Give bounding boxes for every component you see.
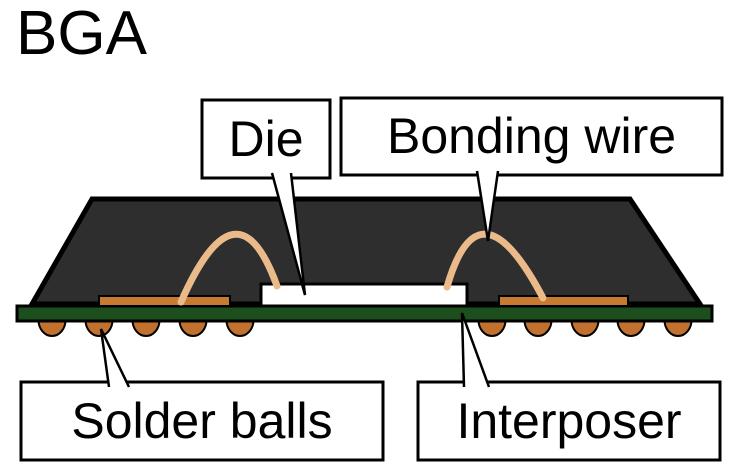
die-label: Die: [228, 111, 304, 167]
solder-ball: [131, 319, 161, 337]
interposer-label: Interposer: [456, 393, 682, 449]
solder-ball: [570, 319, 600, 337]
copper-pads-group: [98, 295, 629, 307]
solder-balls-callout-box: [19, 380, 385, 462]
bonding-wire-left: [177, 230, 281, 306]
solder-ball: [178, 319, 208, 337]
callout-pointers: [99, 170, 500, 388]
die: [259, 282, 469, 308]
bonding-wire-label: Bonding wire: [386, 108, 677, 164]
solder-ball: [225, 319, 255, 337]
solder-balls-label: Solder balls: [71, 393, 333, 449]
solder-ball: [477, 319, 507, 337]
interposer-board: [15, 304, 714, 323]
die-callout-box: [200, 98, 332, 180]
solder-balls-pointer-outline: [99, 328, 131, 388]
bonding-wire-pointer: [477, 171, 498, 241]
solder-ball: [84, 319, 114, 337]
solder-ball: [616, 319, 646, 337]
copper-pad-left: [98, 295, 231, 307]
die-pointer-outline: [270, 172, 307, 296]
callout-boxes: [19, 96, 724, 462]
bonding-wire-pointer-outline: [475, 170, 500, 242]
interposer-pointer-outline: [460, 312, 491, 388]
diagram-title: BGA: [16, 0, 147, 68]
solder-ball: [663, 319, 693, 337]
solder-ball: [37, 319, 67, 337]
solder-ball: [523, 319, 553, 337]
copper-pad-right: [498, 295, 629, 307]
interposer-callout-box: [416, 380, 722, 462]
solder-balls-group: [37, 319, 693, 337]
bonding-wire-callout-box: [339, 96, 724, 177]
